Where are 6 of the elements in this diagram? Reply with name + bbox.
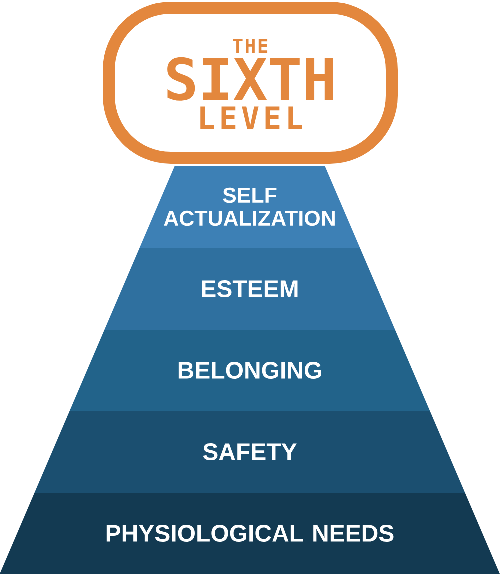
pyramid-level: SELF ACTUALIZATION xyxy=(140,166,360,248)
pyramid-level: BELONGING xyxy=(70,330,430,411)
pyramid-level: SAFETY xyxy=(34,411,466,493)
pyramid-level: PHYSIOLOGICAL NEEDS xyxy=(0,493,500,574)
rounded-badge: THE SIXTH LEVEL xyxy=(103,2,398,164)
pyramid-level: ESTEEM xyxy=(104,248,396,330)
